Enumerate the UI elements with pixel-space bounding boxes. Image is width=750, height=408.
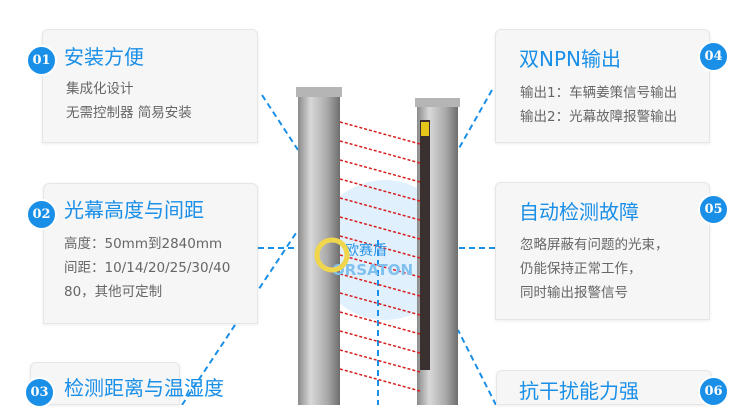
light-beam xyxy=(339,197,421,221)
light-beam xyxy=(339,140,421,164)
feature-title: 光幕高度与间距 xyxy=(64,198,204,222)
light-beam xyxy=(339,349,421,373)
light-beam xyxy=(339,178,421,202)
feature-description: 集成化设计 xyxy=(66,81,134,97)
feature-number-badge: 01 xyxy=(26,45,57,76)
feature-description: 仍能保持正常工作， xyxy=(520,261,642,277)
feature-number-badge: 06 xyxy=(698,376,729,407)
feature-number-badge: 03 xyxy=(24,377,55,408)
feature-title: 自动检测故障 xyxy=(519,200,639,224)
feature-number-badge: 05 xyxy=(698,194,729,225)
light-beams xyxy=(339,121,421,392)
feature-card-05 xyxy=(495,182,710,320)
feature-description: 同时输出报警信号 xyxy=(520,285,628,301)
light-beam xyxy=(339,121,421,145)
feature-description: 高度：50mm到2840mm xyxy=(64,236,223,252)
feature-card-03 xyxy=(30,362,180,405)
logo-cn: 欧赛盾 xyxy=(345,243,387,259)
feature-card-02 xyxy=(43,183,258,324)
warning-label xyxy=(421,122,429,136)
right-post-cap xyxy=(415,98,460,107)
feature-card-04 xyxy=(495,29,710,143)
receiver-strip xyxy=(420,120,430,370)
feature-description: 忽略屏蔽有问题的光束， xyxy=(520,237,669,253)
feature-description: 输出1：车辆姜策信号输出 xyxy=(520,85,678,101)
feature-title: 抗干扰能力强 xyxy=(519,379,639,403)
light-beam xyxy=(339,292,421,316)
feature-number-badge: 04 xyxy=(698,41,729,72)
feature-description: 间距：10/14/20/25/30/40 xyxy=(64,260,231,276)
feature-number-badge: 02 xyxy=(26,199,57,230)
light-beam xyxy=(339,311,421,335)
feature-description: 无需控制器 简易安装 xyxy=(66,105,192,121)
feature-title: 检测距离与温湿度 xyxy=(64,376,224,400)
logo-gear-icon xyxy=(314,237,350,273)
feature-card-01 xyxy=(42,29,258,143)
logo-en: ORSATON xyxy=(332,261,413,279)
light-beam xyxy=(339,159,421,183)
feature-description: 输出2：光幕故障报警输出 xyxy=(520,109,678,125)
feature-title: 双NPN输出 xyxy=(519,47,621,71)
light-beam xyxy=(339,216,421,240)
light-beam xyxy=(339,368,421,392)
light-beam xyxy=(339,235,421,259)
light-beam xyxy=(339,254,421,278)
light-beam xyxy=(339,273,421,297)
feature-title: 安装方便 xyxy=(64,45,144,69)
left-post-cap xyxy=(296,87,342,97)
feature-card-06 xyxy=(496,370,712,405)
feature-description: 80，其他可定制 xyxy=(64,284,163,300)
light-beam xyxy=(339,330,421,354)
